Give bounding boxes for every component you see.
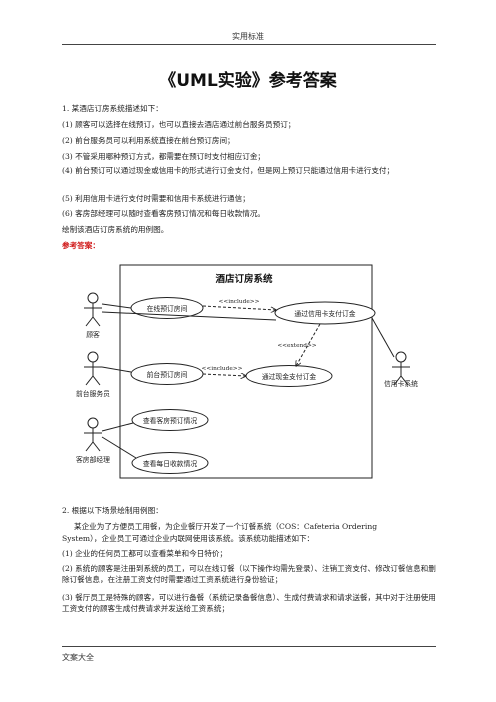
actor-front-desk: 前台服务员 [76,351,110,398]
use-case-view-receipts: 查看每日收款情况 [131,452,209,474]
q2-item-3: (3) 餐厅员工是特殊的顾客，可以进行备餐（系统记录备餐信息）、生成付费请求和请… [62,593,436,613]
q2-desc-line2: System），企业员工可通过企业内联网使用该系统。该系统功能描述如下： [62,534,315,543]
page-title: 《UML实验》参考答案 [159,71,337,91]
include-front-cash [202,374,246,376]
use-case-view-bookings: 查看客房预订情况 [131,409,209,431]
use-case-front-booking: 前台预订房间 [130,363,204,385]
actor-credit-system-label: 信用卡系统 [384,379,418,388]
use-case-credit-deposit: 通过信用卡支付订金 [274,301,376,325]
q1-item-3: (3) 不管采用哪种预订方式，都需要在预订时支付相应订金； [62,152,266,161]
assoc-customer-credit [101,311,277,321]
footer-divider [62,646,436,647]
assoc-frontdesk-booking [101,366,132,373]
q1-item-4: (4) 前台预订可以通过现金或信用卡的形式进行订金支付，但是网上预订只能通过信用… [62,166,395,175]
assoc-credit-system [371,317,395,358]
q1-item-6: (6) 客房部经理可以随时查看客房预订情况和每日收款情况。 [62,209,266,218]
actor-manager-label: 客房部经理 [76,455,110,464]
page-footer: 文案大全 [62,653,94,662]
page-header: 实用标准 [232,32,264,41]
extend-credit-cash [296,323,321,366]
use-case-cash-deposit-label: 通过现金支付订金 [262,372,317,381]
use-case-online-booking-label: 在线预订房间 [147,304,188,313]
actor-credit-system: 信用卡系统 [384,351,418,388]
q1-item-1: (1) 顾客可以选择在线预订，也可以直接去酒店通过前台服务员预订； [62,120,296,129]
actor-manager: 客房部经理 [76,417,110,464]
answer-label: 参考答案： [62,241,100,250]
assoc-manager-view-receipts [101,436,137,459]
assoc-customer-online [101,303,132,309]
q2-item-1: (1) 企业的任何员工都可以查看菜单和今日特价； [62,549,228,558]
use-case-front-booking-label: 前台预订房间 [147,370,188,379]
system-boundary [119,264,373,479]
include-online-credit [202,305,276,310]
actor-customer-label: 顾客 [86,330,100,339]
use-case-view-bookings-label: 查看客房预订情况 [143,416,198,425]
use-case-view-receipts-label: 查看每日收款情况 [143,459,198,468]
q1-item-2: (2) 前台服务员可以利用系统直接在前台预订房间； [62,136,235,145]
actor-front-desk-label: 前台服务员 [76,389,110,398]
q2-item-2: (2) 系统的顾客是注册到系统的员工，可以在线订餐（以下操作均需先登录）、注销工… [62,564,436,584]
q1-intro: 1. 某酒店订房系统描述如下： [62,104,163,113]
include-online-credit-label: <<include>> [219,299,260,305]
assoc-manager-view-bookings [101,422,134,432]
q2-intro: 2. 根据以下场景绘制用例图： [62,506,163,515]
q1-item-5: (5) 利用信用卡进行支付时需要和信用卡系统进行通信； [62,194,250,203]
use-case-credit-deposit-label: 通过信用卡支付订金 [294,309,355,318]
system-title: 酒店订房系统 [215,273,273,285]
header-divider [62,44,436,45]
q1-task: 绘制该酒店订房系统的用例图。 [62,225,169,234]
q2-desc-line1: 某企业为了方便员工用餐，为企业餐厅开发了一个订餐系统（COS：Cafeteria… [74,522,378,531]
extend-credit-cash-label: <<extend>> [277,343,316,349]
actor-customer: 顾客 [84,292,102,339]
use-case-cash-deposit: 通过现金支付订金 [245,365,333,387]
include-front-cash-label: <<include>> [202,366,243,372]
